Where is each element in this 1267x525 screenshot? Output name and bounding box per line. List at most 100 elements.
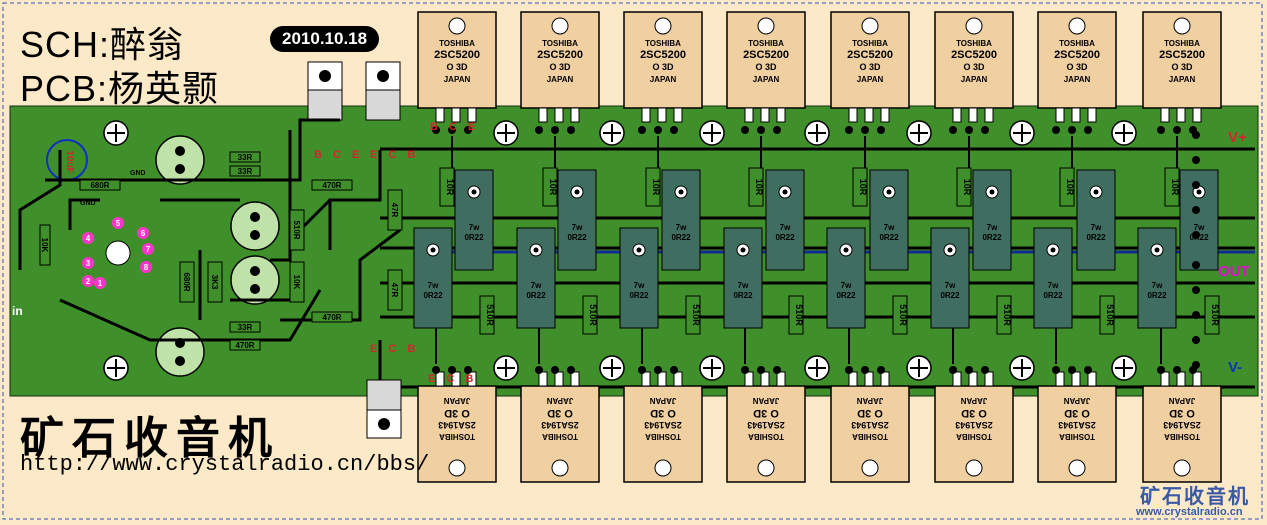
- v-minus-label: V-: [1228, 359, 1242, 376]
- resistor-body: [39, 224, 51, 266]
- base-resistor-body: [439, 167, 455, 207]
- emitter-resistor-pad-hole: [1196, 189, 1202, 195]
- signal-pin: 1: [94, 277, 106, 289]
- transistor-body: [726, 11, 806, 109]
- mounting-hole: [906, 120, 932, 146]
- capacitor-pin: [250, 212, 260, 222]
- transistor-pin: [641, 371, 651, 387]
- resistor-body: [289, 261, 305, 303]
- driver-transistor-npn: [307, 61, 343, 121]
- terminal-pad: [1192, 206, 1200, 214]
- transistor-mount-hole: [757, 17, 775, 35]
- emitter-resistor-power: 7w: [987, 223, 998, 232]
- solder-pad: [464, 366, 472, 374]
- transistor-pin: [968, 371, 978, 387]
- solder-pad: [638, 366, 646, 374]
- signal-pin-number: 6: [141, 229, 146, 238]
- signal-pin-pad: [94, 277, 106, 289]
- transistor-pin: [451, 107, 461, 123]
- transistor-pin: [554, 371, 564, 387]
- transistor-marking: JAPAN: [444, 396, 471, 405]
- solder-pad: [757, 126, 765, 134]
- pin-label-driver: E C B: [370, 149, 419, 161]
- mounting-hole: [804, 120, 830, 146]
- transistor-marking: JAPAN: [547, 75, 574, 84]
- emitter-resistor-body: [454, 169, 494, 271]
- base-resistor: 10R: [852, 167, 868, 207]
- resistor-470r: 470R: [311, 179, 353, 191]
- capacitor-outline: [230, 255, 280, 305]
- resistor-10k: 10K: [39, 224, 51, 266]
- solder-pad: [670, 126, 678, 134]
- base-resistor-body: [748, 167, 764, 207]
- resistor-body: [387, 269, 403, 311]
- signal-pin: 7: [142, 243, 154, 255]
- resistor-value: 33R: [238, 167, 253, 176]
- solder-pad: [432, 126, 440, 134]
- mounting-hole: [103, 355, 129, 381]
- solder-pad: [949, 366, 957, 374]
- mounting-hole: [103, 120, 129, 146]
- solder-pad: [1052, 126, 1060, 134]
- transistor-pin: [1176, 371, 1186, 387]
- mounting-hole: [699, 355, 725, 381]
- transistor-marking: 2SC5200: [951, 49, 997, 61]
- transistor-pin: [641, 107, 651, 123]
- base-resistor-label: 10R: [754, 179, 764, 196]
- emitter-resistor-pad-hole: [430, 247, 436, 253]
- terminal-pad: [1192, 131, 1200, 139]
- base-resistor: 510R: [996, 295, 1012, 335]
- solder-pad: [1052, 366, 1060, 374]
- resistor-33r: 33R: [229, 165, 261, 177]
- base-resistor-label: 10R: [1065, 179, 1075, 196]
- emitter-resistor-value: 0R22: [629, 291, 649, 300]
- emitter-resistor-pad-hole: [740, 247, 746, 253]
- resistor-body: [229, 165, 261, 177]
- transistor-marking: JAPAN: [650, 75, 677, 84]
- solder-pad: [965, 126, 973, 134]
- emitter-resistor-power: 7w: [1091, 223, 1102, 232]
- terminal-pad: [1192, 156, 1200, 164]
- solder-pad: [448, 366, 456, 374]
- mounting-hole: [599, 120, 625, 146]
- transistor-mount-hole: [654, 459, 672, 477]
- transistor-pin: [435, 371, 445, 387]
- solder-pad: [981, 366, 989, 374]
- transistor-pin: [968, 107, 978, 123]
- resistor-value: 47R: [390, 283, 399, 298]
- emitter-resistor-body: [869, 169, 909, 271]
- pcb-credit: PCB:杨英颢: [20, 68, 220, 109]
- out-label: OUT: [1218, 263, 1250, 280]
- base-resistor-label: 510R: [1210, 304, 1220, 326]
- transistor-marking: JAPAN: [961, 75, 988, 84]
- transistor-marking: TOSHIBA: [645, 39, 681, 48]
- transistor-marking: O 3D: [446, 62, 468, 72]
- transistor-marking: O 3D: [1064, 407, 1090, 419]
- base-resistor-label: 510R: [691, 304, 701, 326]
- v-plus-label: V+: [1228, 129, 1247, 146]
- transistor-mount-hole: [861, 459, 879, 477]
- resistor-value: 47R: [390, 203, 399, 218]
- transistor-pin: [570, 371, 580, 387]
- emitter-resistor-body: [723, 227, 763, 329]
- transistor-marking: TOSHIBA: [956, 432, 992, 441]
- transistor-marking: 2SC5200: [434, 49, 480, 61]
- mounting-hole: [493, 120, 519, 146]
- transistor-marking: 2SA1943: [1163, 420, 1201, 430]
- brand-url[interactable]: http://www.crystalradio.cn/bbs/: [20, 452, 430, 477]
- transistor-marking: TOSHIBA: [1059, 432, 1095, 441]
- transistor-pin: [984, 371, 994, 387]
- emitter-resistor-body: [1137, 227, 1177, 329]
- resistor-470r: 470R: [311, 311, 353, 323]
- emitter-resistor-pad-hole: [1093, 189, 1099, 195]
